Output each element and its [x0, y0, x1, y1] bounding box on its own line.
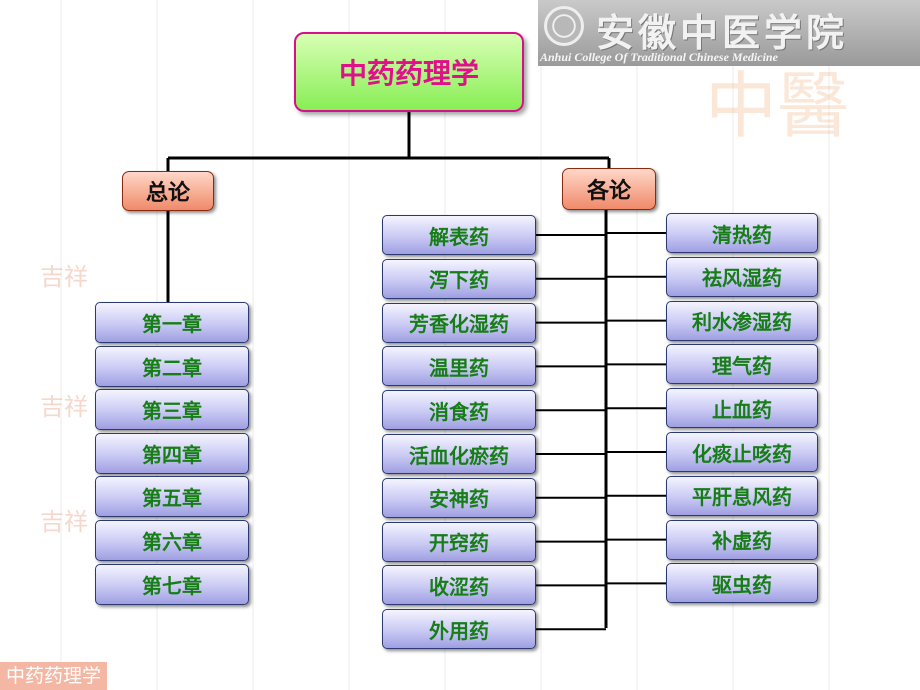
small-watermark: 吉祥: [40, 263, 88, 291]
general-theory-node: 总论: [122, 171, 214, 211]
drug-category-box: 开窍药: [382, 521, 536, 562]
drug-category-box: 消食药: [382, 390, 536, 431]
drug-category-box: 补虚药: [666, 519, 818, 560]
college-name: 安徽中医学院: [596, 10, 849, 55]
specific-theory-node: 各论: [562, 168, 656, 210]
college-logo-banner: 安徽中医学院 Anhui College Of Traditional Chin…: [538, 0, 920, 66]
small-watermark: 吉祥: [40, 508, 88, 536]
drug-category-box: 芳香化湿药: [382, 302, 536, 343]
chapter-box: 第五章: [95, 476, 249, 518]
drug-category-box: 活血化瘀药: [382, 434, 536, 474]
small-watermark: 吉祥: [40, 393, 88, 421]
chapter-box: 第六章: [95, 520, 249, 561]
chapter-box: 第四章: [95, 432, 249, 474]
drug-category-box: 平肝息风药: [666, 475, 818, 516]
drug-category-box: 清热药: [666, 213, 818, 253]
drug-category-box: 安神药: [382, 477, 536, 518]
drug-category-box: 解表药: [382, 215, 536, 255]
drug-category-box: 泻下药: [382, 258, 536, 299]
drug-category-box: 化痰止咳药: [666, 432, 818, 472]
college-english-name: Anhui College Of Traditional Chinese Med…: [540, 50, 778, 64]
chapter-box: 第一章: [95, 302, 249, 343]
drug-category-box: 驱虫药: [666, 563, 818, 604]
chapter-box: 第二章: [95, 345, 249, 387]
drug-category-box: 止血药: [666, 388, 818, 429]
drug-category-box: 外用药: [382, 609, 536, 650]
drug-category-box: 理气药: [666, 344, 818, 385]
footer-course-label: 中药药理学: [0, 662, 108, 690]
drug-category-box: 利水渗湿药: [666, 300, 818, 341]
calligraphy-watermark: 中醫: [705, 64, 850, 148]
chapter-box: 第七章: [95, 563, 249, 605]
college-seal-icon: [544, 6, 584, 46]
chapter-box: 第三章: [95, 389, 249, 431]
drug-category-box: 祛风湿药: [666, 256, 818, 297]
root-node: 中药药理学: [294, 32, 524, 112]
drug-category-box: 温里药: [382, 346, 536, 387]
drug-category-box: 收涩药: [382, 565, 536, 606]
